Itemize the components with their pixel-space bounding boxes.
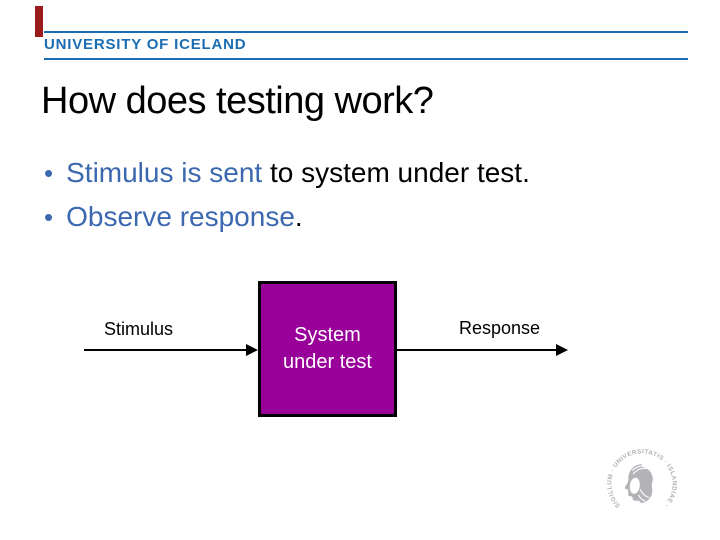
bullet-icon: • [44,158,54,188]
response-arrow-line [397,349,557,351]
bullet-item-observe: • Observe response. [44,200,530,234]
bullet-highlight: Stimulus is sent [66,157,263,188]
system-under-test-box: System under test [258,281,397,417]
accent-red-bar [35,6,43,37]
university-seal-icon: SIGILLUM · UNIVERSITATIS · ISLANDIAE · [606,448,677,509]
seal-head-profile [624,464,653,504]
slide-title: How does testing work? [41,80,434,122]
bullet-item-stimulus: • Stimulus is sent to system under test. [44,156,530,190]
bullet-rest: . [294,201,303,232]
sut-box-line1: System [294,324,361,346]
bullet-icon: • [44,202,54,232]
bullet-highlight: Observe response [66,201,295,232]
bullet-text: Observe response. [66,200,303,233]
bullet-rest: to system under test. [262,157,530,188]
header-rule-bottom [44,58,688,60]
header-rule-top [44,31,688,33]
bullet-list: • Stimulus is sent to system under test.… [44,156,530,244]
sut-box-line2: under test [283,351,372,373]
stimulus-label: Stimulus [104,319,174,339]
stimulus-arrowhead-icon [246,344,258,356]
institution-name: UNIVERSITY OF ICELAND [44,36,247,53]
response-label: Response [459,318,541,338]
stimulus-arrow-line [84,349,247,351]
response-arrowhead-icon [556,344,568,356]
bullet-text: Stimulus is sent to system under test. [66,156,530,189]
